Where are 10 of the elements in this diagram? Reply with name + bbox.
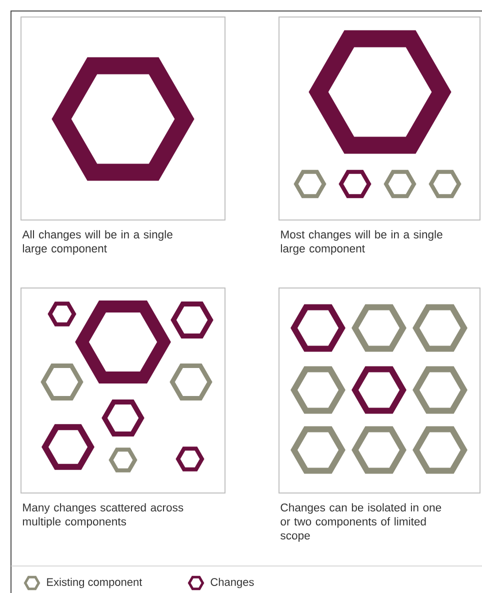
legend-text: Existing component — [47, 578, 142, 588]
panel: All changes will be in a single large component — [20, 16, 226, 255]
node-label: All changes will be in a single large component — [22, 230, 172, 255]
panel: Changes can be isolated in one or two components of limited scope — [278, 288, 480, 542]
panel: Most changes will be in a single large component — [278, 16, 480, 255]
node-label: Most changes will be in a single large component — [280, 230, 442, 255]
legend-text: Changes — [210, 578, 254, 588]
panel: Many changes scattered across multiple components — [20, 288, 226, 528]
node-label: Changes can be isolated in one or two components of limited scope — [280, 503, 442, 542]
node-label: Many changes scattered across multiple components — [22, 503, 184, 528]
